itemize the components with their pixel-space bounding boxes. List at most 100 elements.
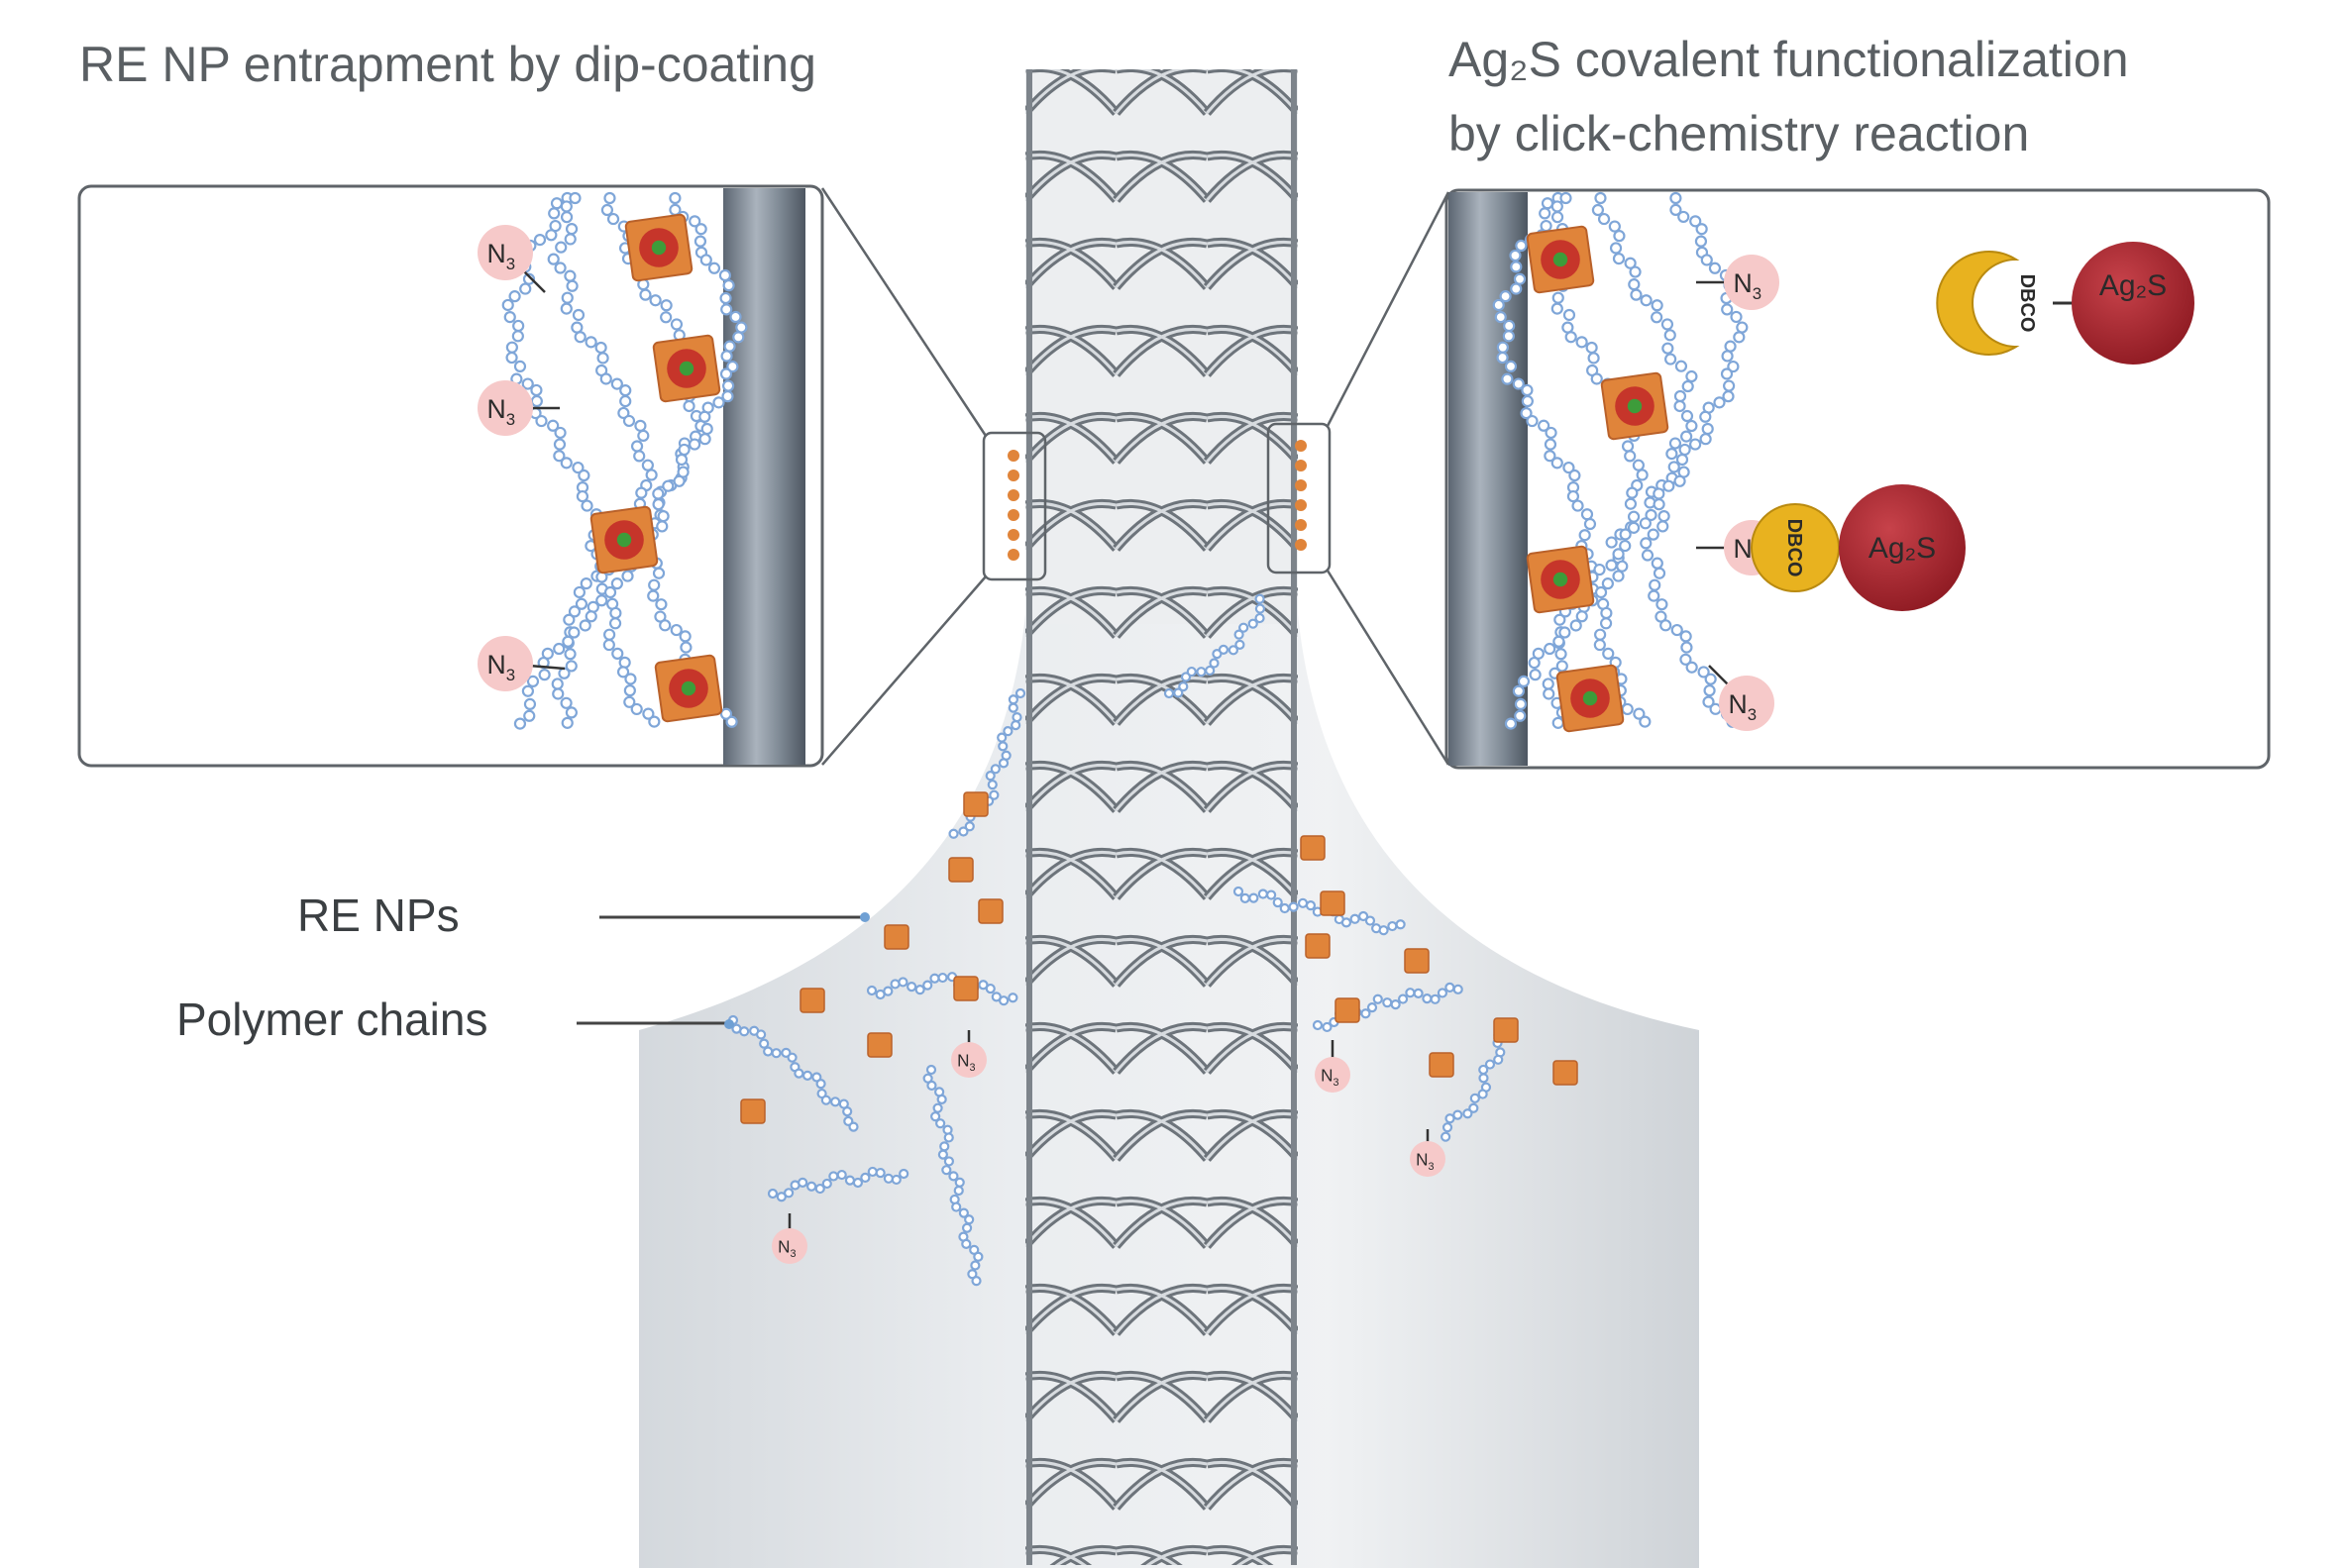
polymer-bead: [1680, 641, 1693, 654]
polymer-bead: [1708, 261, 1722, 274]
polymer-bead: [647, 589, 660, 602]
polymer-bead: [1697, 666, 1710, 679]
polymer-bead: [1600, 606, 1613, 620]
polymer-bead: [513, 717, 527, 730]
stent-strut-highlight: [1025, 1373, 1118, 1421]
polymer-bead: [937, 972, 948, 984]
stent-strut-highlight: [1207, 1547, 1298, 1565]
polymer-bead: [1520, 407, 1533, 420]
polymer-chains-pointer-tip: [724, 1019, 734, 1029]
polymer-bead: [1178, 680, 1189, 692]
polymer-bead: [1609, 242, 1623, 255]
re-nps-label: RE NPs: [297, 889, 460, 941]
polymer-bead: [729, 310, 742, 324]
azide-badge: [1724, 255, 1779, 310]
polymer-bead: [1709, 702, 1722, 715]
azide-badge: [478, 380, 533, 436]
polymer-bead: [1679, 653, 1692, 666]
stent-strut-highlight: [1206, 850, 1298, 898]
re-np: [800, 988, 825, 1013]
polymer-bead: [553, 450, 566, 463]
polymer-bead: [860, 1172, 871, 1183]
stent-strut-highlight: [1206, 414, 1298, 463]
azide-badge: [1719, 676, 1774, 731]
polymer-bead: [1721, 303, 1734, 316]
polymer-bead: [958, 1207, 969, 1218]
polymer-bead: [1233, 629, 1244, 640]
polymer-bead: [1218, 644, 1229, 655]
polymer-bead: [560, 696, 573, 709]
right-callout-line-bottom: [1326, 570, 1450, 766]
polymer-bead: [929, 973, 940, 984]
polymer-bead: [1605, 559, 1618, 572]
polymer-bead: [594, 341, 607, 355]
polymer-bead: [1685, 419, 1698, 433]
polymer-bead: [1196, 667, 1207, 678]
polymer-bead: [1360, 1008, 1371, 1019]
left-zoom-frame: [77, 184, 824, 768]
polymer-bead: [1349, 913, 1360, 924]
polymer-bead: [519, 282, 532, 295]
polymer-bead: [1544, 642, 1556, 656]
polymer-bead: [699, 254, 712, 266]
polymer-bead: [1441, 1131, 1451, 1142]
polymer-bead: [712, 396, 725, 409]
polymer-bead: [1405, 988, 1416, 998]
polymer-bead: [1730, 310, 1743, 324]
polymer-bead: [1478, 1064, 1489, 1076]
polymer-bead: [1656, 520, 1669, 533]
polymer-bead: [720, 303, 733, 316]
azide-badge: [951, 1042, 987, 1078]
right-zoom-frame: [1444, 188, 2271, 770]
polymer-bead: [1587, 352, 1600, 365]
polymer-bead: [937, 1149, 948, 1160]
callout-dot: [1295, 460, 1307, 471]
polymer-bead: [1227, 645, 1239, 656]
polymer-bead: [1663, 329, 1676, 342]
polymer-bead: [1272, 896, 1283, 908]
polymer-bead: [1648, 589, 1660, 602]
polymer-bead: [1452, 984, 1463, 994]
polymer-bead: [1575, 336, 1588, 349]
re-np: [1552, 1060, 1578, 1086]
left-callout-line-bottom: [821, 575, 987, 766]
polymer-bead: [989, 789, 1000, 800]
polymer-bead: [1685, 661, 1698, 674]
polymer-bead: [1578, 529, 1591, 542]
polymer-bead: [596, 352, 609, 365]
polymer-bead: [1239, 892, 1250, 903]
polymer-bead: [634, 419, 647, 432]
polymer-bead: [1704, 673, 1717, 685]
polymer-bead: [1568, 469, 1581, 482]
polymer-bead: [875, 1167, 886, 1179]
callout-np-dots: [1008, 440, 1307, 561]
bound-dbco-ag2s: DBCO Ag₂S: [1751, 484, 1966, 611]
polymer-bead: [1624, 257, 1637, 269]
polymer-bead: [1605, 536, 1618, 549]
stent-strut-highlight: [1206, 1199, 1298, 1247]
polymer-bead: [1444, 982, 1455, 993]
polymer-bead: [1636, 469, 1649, 481]
polymer-bead: [1619, 539, 1632, 553]
stent-strut-highlight: [1206, 1373, 1298, 1421]
polymer-bead: [565, 660, 578, 673]
polymer-bead: [1163, 687, 1175, 699]
polymer-bead: [659, 619, 672, 632]
polymer-bead: [1205, 665, 1216, 677]
re-np: [1334, 997, 1360, 1023]
polymer-bead: [961, 1222, 973, 1233]
polymer-bead: [1510, 261, 1523, 273]
polymer-bead: [1008, 702, 1018, 713]
polymer-bead: [1390, 998, 1401, 1010]
re-nps-pointer-tip: [860, 912, 870, 922]
polymer-bead: [523, 697, 537, 710]
polymer-bead: [553, 642, 566, 656]
polymer-bead: [1585, 341, 1598, 355]
re-np: [1429, 1052, 1454, 1078]
polymer-bead: [970, 1260, 981, 1271]
polymer-bead: [1550, 302, 1563, 315]
polymer-bead: [678, 443, 691, 457]
polymer-bead: [679, 630, 692, 643]
polymer-bead: [547, 419, 560, 432]
polymer-bead: [1340, 917, 1352, 928]
